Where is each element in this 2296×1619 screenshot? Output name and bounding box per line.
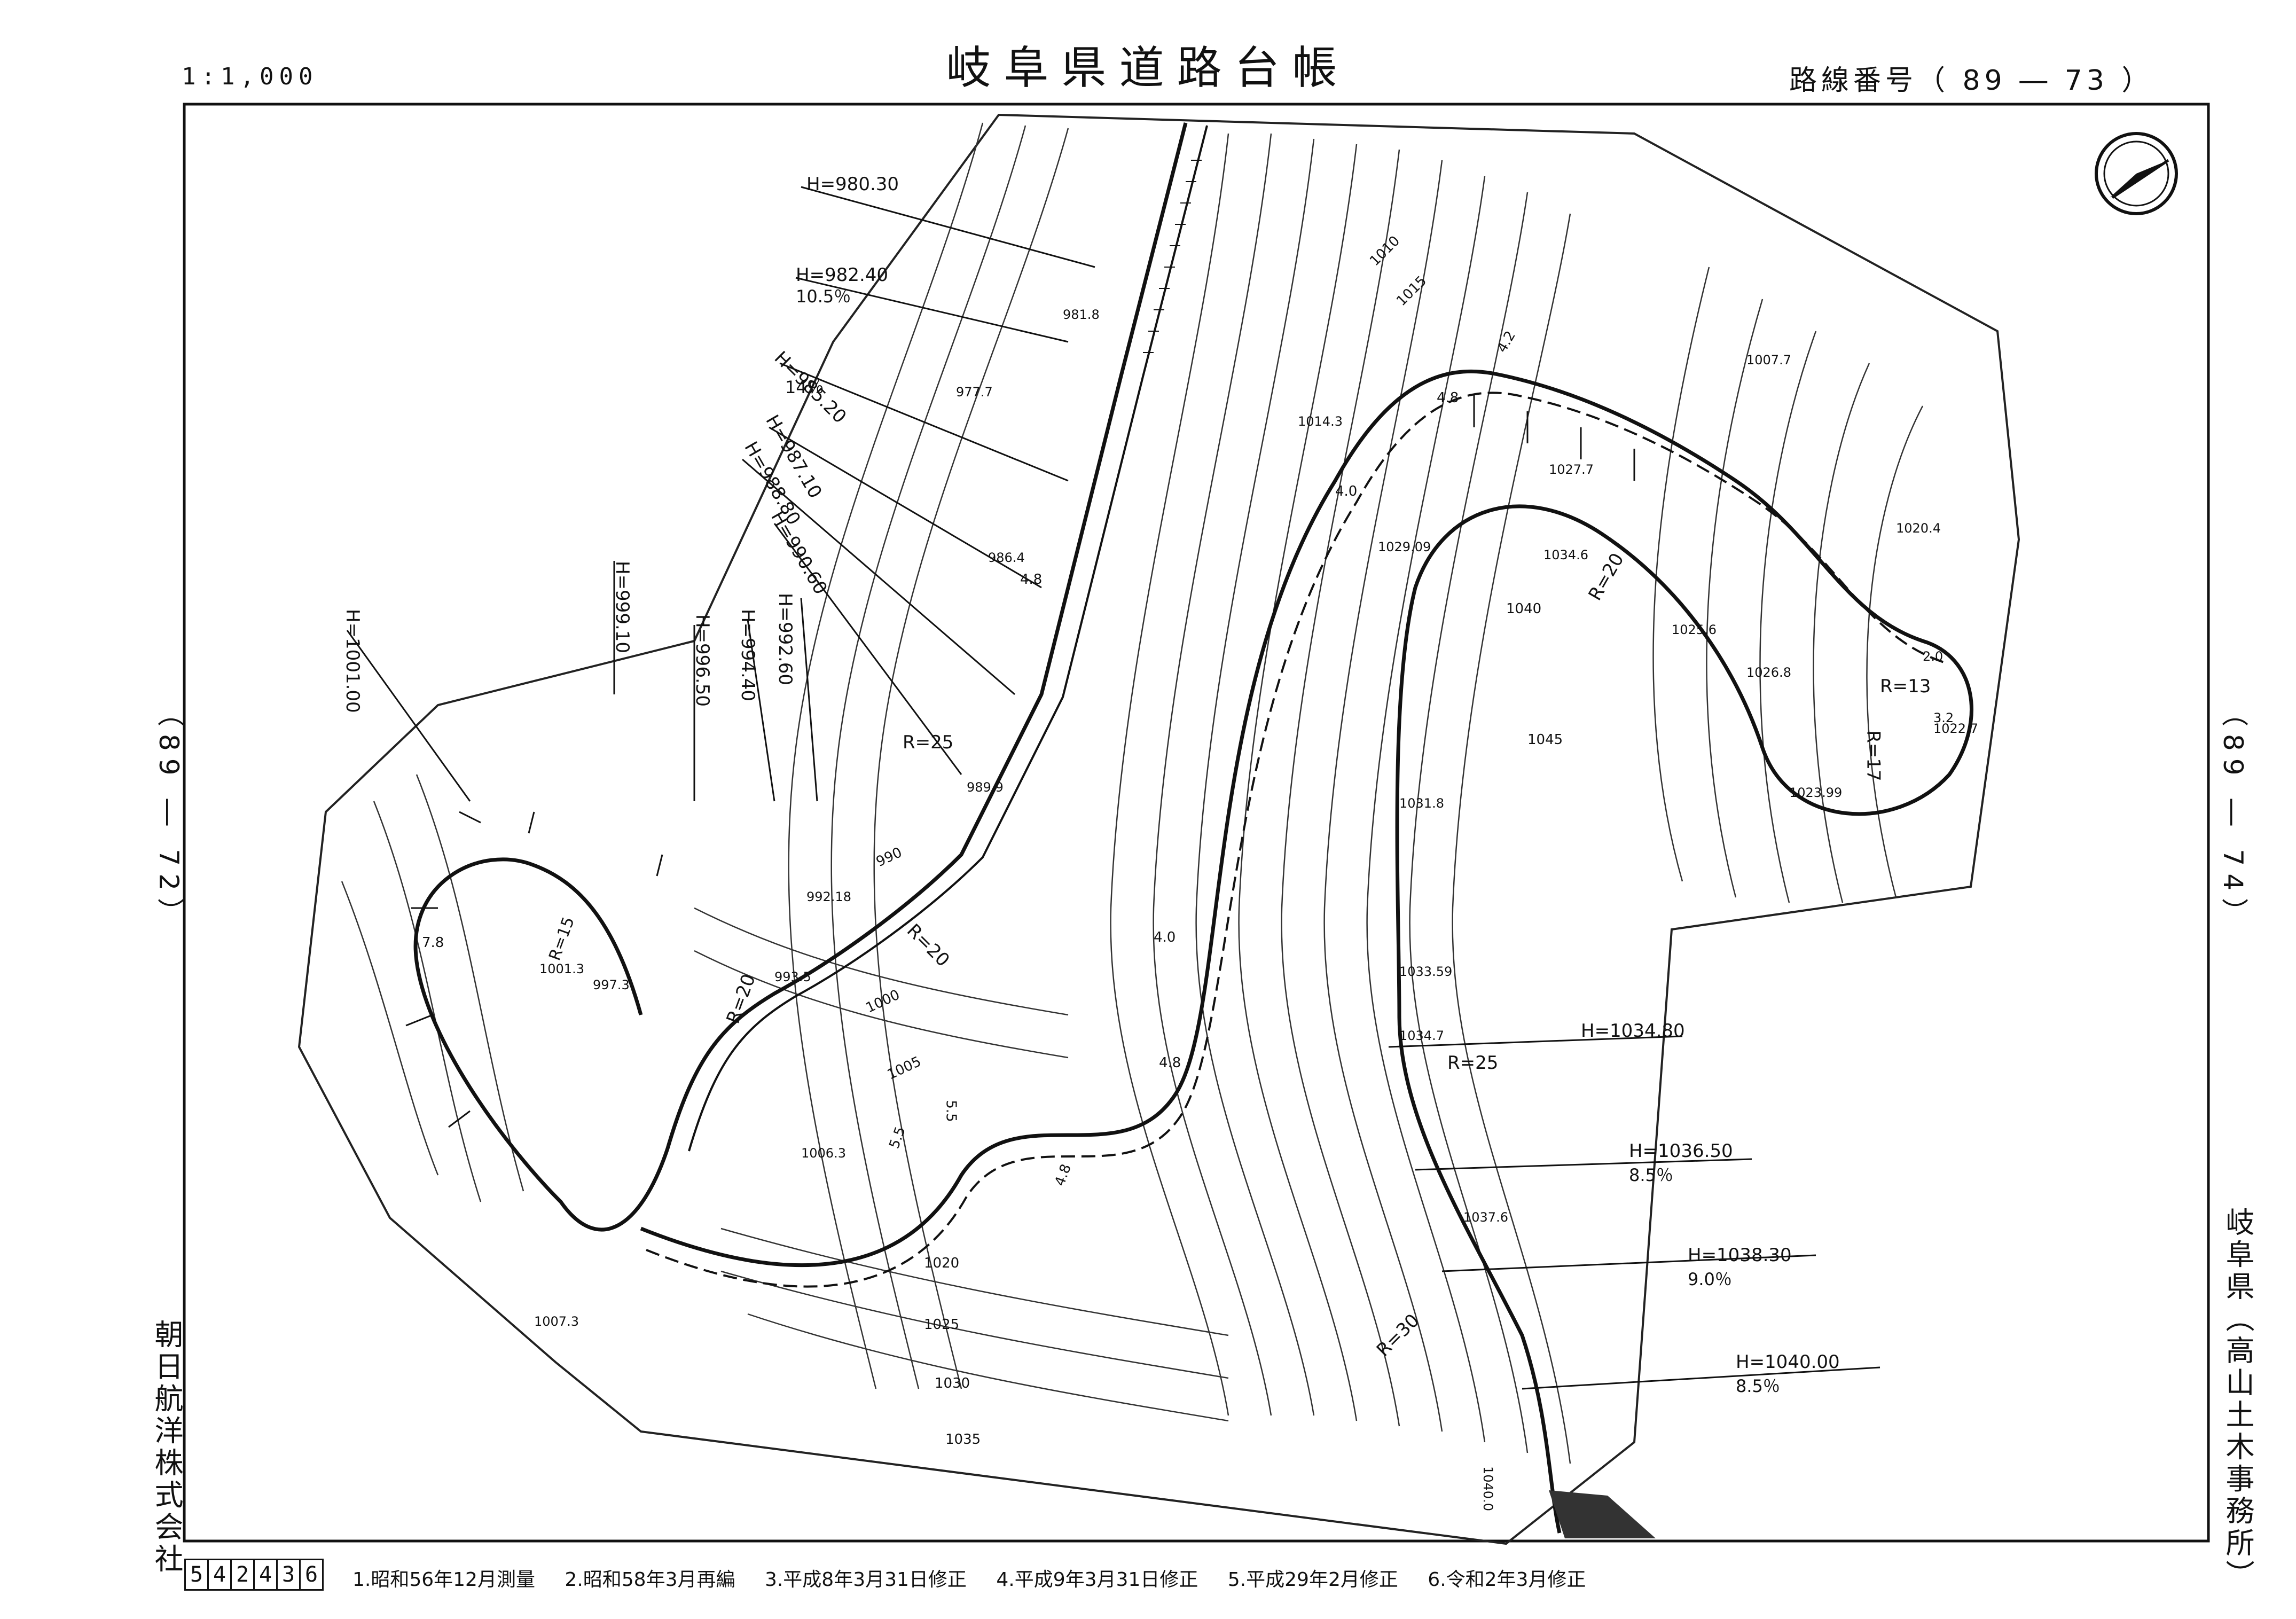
spot-height: 1007.3: [534, 1314, 579, 1329]
road-width-label: 2.0: [1923, 649, 1944, 664]
slope-ticks: [405, 395, 1635, 1128]
map-scale: 1:1,000: [182, 63, 318, 90]
spot-height: 1007.7: [1746, 353, 1791, 367]
sheet-code-digit: 2: [230, 1559, 255, 1591]
road-width-label: 4.0: [1154, 929, 1176, 945]
revision-history: 1.昭和56年12月測量 2.昭和58年3月再編 3.平成8年3月31日修正 4…: [352, 1564, 1609, 1592]
radius-label: R=13: [1880, 676, 1931, 697]
adjacent-sheet-left: （89 ― 72）: [153, 700, 184, 933]
spot-height: 1033.59: [1399, 964, 1453, 979]
spot-height: 1040.0: [1480, 1466, 1495, 1511]
spot-height: 1023.99: [1789, 785, 1843, 800]
contour-label: 1020: [924, 1255, 960, 1271]
road-width-label: 5.5: [943, 1100, 959, 1122]
height-callout: H=1034.80: [1581, 1020, 1685, 1042]
contour-label: 1035: [945, 1432, 981, 1448]
road-alignment: [413, 122, 1973, 1534]
road-width-label: 4.8: [1437, 390, 1459, 406]
height-callout: H=980.30: [806, 174, 899, 195]
radius-label: R=25: [903, 732, 954, 753]
height-callout: H=992.60: [774, 593, 796, 686]
height-callout: H=1036.50: [1629, 1140, 1733, 1162]
height-callout: H=994.40: [737, 609, 758, 702]
grade-label: 9.0％: [1688, 1269, 1732, 1289]
height-callout: H=982.40: [796, 264, 889, 286]
spot-height: 1006.3: [801, 1146, 846, 1161]
sheet-title: 岐阜県道路台帳: [946, 42, 1350, 94]
grade-label: 14％: [785, 377, 824, 397]
height-callout: H=996.50: [692, 614, 713, 707]
road-width-label: 4.0: [1335, 483, 1358, 499]
spot-height: 992.18: [806, 889, 851, 904]
revision-entry: 6.令和2年3月修正: [1428, 1569, 1586, 1591]
sheet-code-digit: 3: [276, 1559, 301, 1591]
spot-height: 981.8: [1063, 307, 1100, 322]
road-width-label: 7.8: [422, 935, 444, 951]
route-number: 路線番号（ 89 ― 73 ）: [1789, 65, 2154, 97]
sheet-code-digit: 6: [299, 1559, 324, 1591]
grade-label: 10.5％: [796, 286, 851, 307]
sheet-code-digit: 4: [253, 1559, 278, 1591]
coverage-boundary: [297, 113, 2020, 1545]
contour-label: 1030: [935, 1375, 970, 1391]
grade-label: 8.5％: [1629, 1165, 1673, 1185]
spot-height: 1029.09: [1378, 539, 1431, 554]
hatched-structure: [1549, 1490, 1656, 1538]
revision-entry: 4.平成9年3月31日修正: [996, 1569, 1198, 1591]
spot-height: 977.7: [956, 385, 993, 400]
spot-height: 1020.4: [1896, 521, 1941, 536]
sheet-code: 5 4 2 4 3 6: [184, 1559, 324, 1591]
spot-height: 1034.6: [1543, 548, 1588, 562]
grade-label: 8.5％: [1736, 1376, 1780, 1396]
spot-height: 989.9: [967, 780, 1004, 795]
spot-height: 1037.6: [1463, 1210, 1508, 1225]
contour-label: 1025: [924, 1317, 960, 1333]
spot-height: 1025.6: [1672, 622, 1717, 637]
spot-height: 1022.7: [1933, 721, 1978, 736]
height-callout: H=999.10: [612, 561, 633, 654]
revision-entry: 5.平成29年2月修正: [1227, 1569, 1398, 1591]
height-callout: H=1001.00: [342, 609, 363, 713]
contour-label: 1040: [1506, 601, 1542, 617]
guardrail-hatch: [1143, 160, 1202, 353]
sheet-code-digit: 4: [207, 1559, 232, 1591]
spot-height: 993.5: [774, 969, 811, 984]
road-width-label: 4.8: [1159, 1055, 1181, 1071]
spot-height: 1031.8: [1399, 796, 1444, 811]
contour-lines: [341, 122, 1924, 1464]
height-callout: H=1040.00: [1736, 1351, 1840, 1373]
managing-office: 岐阜県（高山土木事務所）: [2221, 1207, 2254, 1592]
road-width-label: 4.8: [1020, 572, 1043, 588]
road-width-label: 3.2: [1933, 710, 1954, 725]
spot-height: 1027.7: [1549, 462, 1594, 477]
height-callout: H=1038.30: [1688, 1245, 1792, 1266]
spot-height: 1014.3: [1298, 414, 1343, 429]
callout-leaders: [346, 186, 1880, 1390]
spot-height: 997.3: [593, 977, 630, 992]
spot-height: 1026.8: [1746, 665, 1791, 680]
survey-company: 朝日航洋株式会社: [150, 1319, 183, 1576]
spot-height: 986.4: [988, 550, 1025, 565]
radius-label: R=17: [1862, 730, 1884, 781]
revision-entry: 2.昭和58年3月再編: [565, 1569, 735, 1591]
contour-label: 1045: [1527, 732, 1563, 748]
spot-height: 1034.7: [1399, 1028, 1444, 1043]
revision-entry: 1.昭和56年12月測量: [352, 1569, 535, 1591]
radius-label: R=25: [1447, 1052, 1499, 1074]
north-arrow-icon: [2095, 132, 2178, 215]
adjacent-sheet-right: （89 ― 74）: [2217, 700, 2248, 933]
sheet-code-digit: 5: [184, 1559, 209, 1591]
revision-entry: 3.平成8年3月31日修正: [764, 1569, 967, 1591]
map-frame: [183, 103, 2210, 1543]
spot-height: 1001.3: [539, 961, 584, 976]
